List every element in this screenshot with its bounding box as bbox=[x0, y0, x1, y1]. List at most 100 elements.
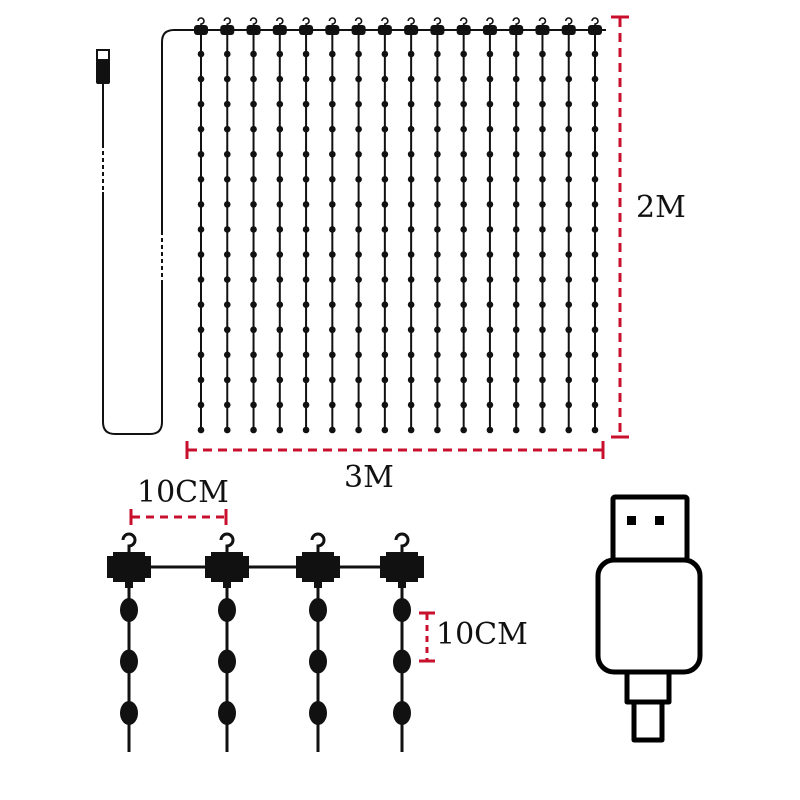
led-bead bbox=[276, 125, 284, 133]
led-bead bbox=[512, 376, 520, 384]
led-bead bbox=[197, 100, 205, 108]
led-bead bbox=[329, 150, 336, 158]
led-bead bbox=[539, 301, 546, 308]
hook-clip bbox=[509, 25, 524, 35]
led-bead bbox=[460, 150, 467, 158]
led-bead bbox=[381, 75, 389, 83]
led-bead bbox=[539, 150, 546, 158]
led-bead bbox=[460, 401, 467, 409]
led-bead bbox=[591, 150, 599, 158]
cable-wire bbox=[102, 29, 200, 435]
led-bead bbox=[355, 251, 362, 258]
detail-hook-icon bbox=[394, 532, 410, 552]
led-bead bbox=[355, 100, 362, 108]
led-bead bbox=[381, 50, 389, 58]
led-bead bbox=[223, 301, 231, 308]
led-bead bbox=[460, 376, 467, 384]
detail-clip-stem bbox=[314, 580, 322, 588]
hook-clip bbox=[299, 25, 314, 35]
led-bead bbox=[565, 176, 573, 183]
led-bead bbox=[486, 75, 494, 83]
led-bead bbox=[276, 201, 284, 208]
detail-hook-clip bbox=[380, 552, 424, 582]
led-bead bbox=[539, 75, 546, 83]
led-bead bbox=[381, 176, 389, 183]
led-bead bbox=[223, 50, 231, 58]
led-bead bbox=[512, 100, 520, 108]
led-bead bbox=[565, 75, 573, 83]
hook-spacing-label: 10CM bbox=[137, 475, 229, 510]
detail-view bbox=[107, 532, 424, 752]
led-bead bbox=[381, 150, 389, 158]
led-bead bbox=[434, 326, 441, 334]
led-bead bbox=[486, 276, 494, 283]
led-bead bbox=[223, 75, 231, 83]
led-bead bbox=[250, 351, 257, 359]
led-bead bbox=[302, 150, 310, 158]
led-bead bbox=[512, 351, 520, 359]
led-bead bbox=[355, 301, 362, 308]
led-bead bbox=[591, 301, 599, 308]
led-bead bbox=[591, 401, 599, 409]
led-bead bbox=[460, 301, 467, 308]
led-bead bbox=[407, 201, 415, 208]
led-bead bbox=[381, 351, 389, 359]
detail-led-bead bbox=[393, 649, 411, 674]
led-bead bbox=[276, 376, 284, 384]
hook-clip bbox=[246, 25, 261, 35]
led-bead bbox=[329, 50, 336, 58]
led-bead bbox=[329, 326, 336, 334]
led-bead bbox=[197, 301, 205, 308]
led-bead bbox=[223, 125, 231, 133]
led-bead bbox=[539, 351, 546, 359]
led-bead bbox=[591, 100, 599, 108]
led-bead bbox=[223, 100, 231, 108]
led-bead bbox=[539, 426, 546, 434]
led-bead bbox=[407, 150, 415, 158]
led-bead bbox=[276, 326, 284, 334]
led-bead bbox=[329, 176, 336, 183]
led-bead bbox=[407, 50, 415, 58]
led-bead bbox=[434, 125, 441, 133]
led-bead bbox=[223, 150, 231, 158]
led-bead bbox=[381, 100, 389, 108]
led-bead bbox=[486, 426, 494, 434]
led-bead bbox=[407, 301, 415, 308]
led-bead bbox=[197, 125, 205, 133]
led-bead bbox=[329, 426, 336, 434]
detail-led-bead bbox=[120, 701, 138, 725]
led-bead bbox=[591, 226, 599, 233]
detail-hook-clip bbox=[107, 552, 151, 582]
led-bead bbox=[565, 150, 573, 158]
led-bead bbox=[512, 75, 520, 83]
led-bead bbox=[486, 150, 494, 158]
bead-spacing-label: 10CM bbox=[436, 617, 528, 652]
led-bead bbox=[355, 125, 362, 133]
led-bead bbox=[539, 326, 546, 334]
led-bead bbox=[355, 351, 362, 359]
led-bead bbox=[486, 351, 494, 359]
led-bead bbox=[276, 150, 284, 158]
led-bead bbox=[512, 251, 520, 258]
led-bead bbox=[223, 326, 231, 334]
led-bead bbox=[460, 351, 467, 359]
usb-plug-tip-icon bbox=[96, 49, 110, 61]
led-bead bbox=[197, 326, 205, 334]
led-bead bbox=[512, 125, 520, 133]
led-bead bbox=[486, 376, 494, 384]
led-bead bbox=[591, 251, 599, 258]
led-bead bbox=[381, 376, 389, 384]
hook-icon bbox=[433, 17, 442, 25]
led-bead bbox=[302, 401, 310, 409]
led-bead bbox=[512, 276, 520, 283]
led-bead bbox=[381, 125, 389, 133]
led-bead bbox=[329, 100, 336, 108]
usb-connector-icon bbox=[595, 494, 703, 743]
detail-clip-stem bbox=[223, 580, 231, 588]
led-bead bbox=[565, 226, 573, 233]
led-bead bbox=[539, 125, 546, 133]
led-bead bbox=[329, 201, 336, 208]
led-bead bbox=[197, 401, 205, 409]
